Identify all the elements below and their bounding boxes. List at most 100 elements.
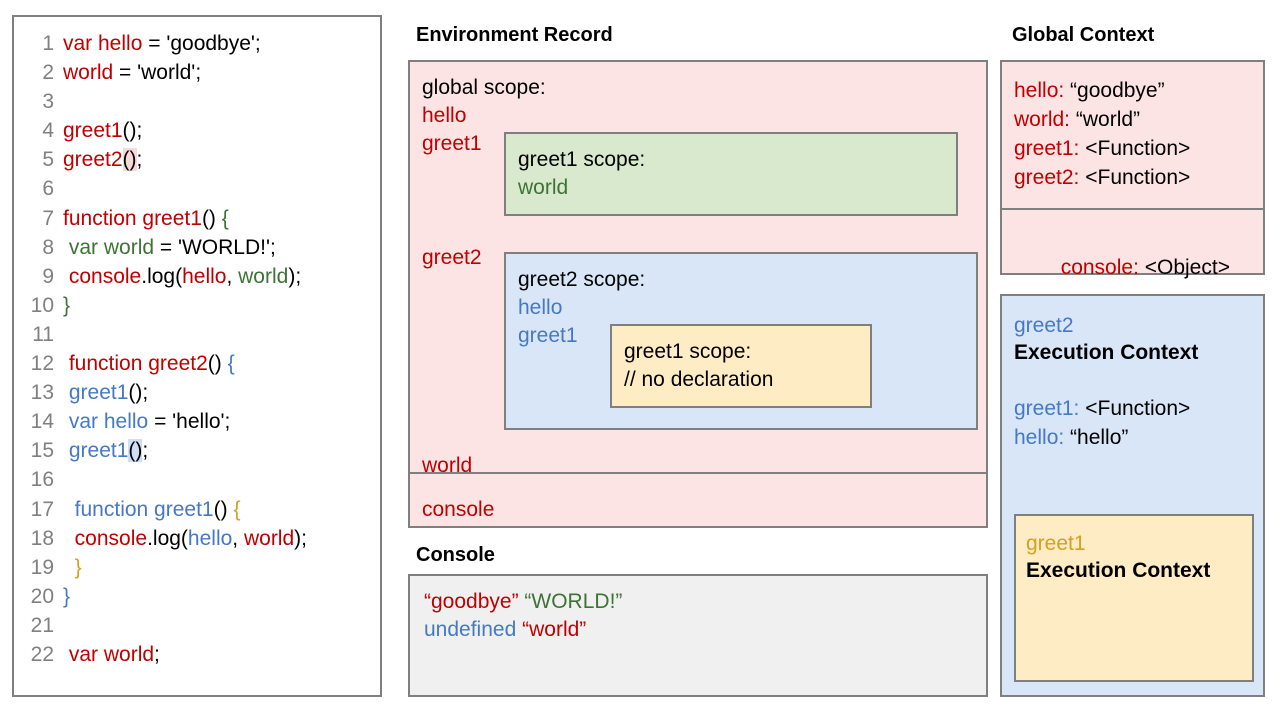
global-context-console-entry: console: <Object> — [1002, 210, 1263, 279]
code-token: world — [238, 264, 289, 288]
greet2-execution-context-variables: greet1: <Function>hello: “hello” — [1014, 394, 1263, 452]
code-line: 16 — [20, 465, 374, 494]
code-panel: 1 var hello = 'goodbye'; 2 world = 'world';… — [12, 15, 382, 697]
greet2-execution-context-variable: hello: “hello” — [1014, 423, 1263, 452]
code-token: greet1 — [68, 381, 129, 405]
global-context-divider — [1002, 208, 1263, 210]
greet1-scope-box: greet1 scope: world — [504, 132, 958, 216]
code-line-text: greet2(); — [63, 145, 142, 174]
code-line: 12 function greet2() { — [20, 349, 374, 378]
code-token: hello — [187, 526, 233, 550]
code-token: () — [128, 439, 143, 463]
greet2-scope-binding-hello: hello — [518, 296, 563, 319]
code-line-text: greet1(); — [63, 436, 148, 465]
code-token: console — [74, 526, 148, 550]
global-console-line: console: <Object> — [1014, 224, 1263, 311]
console-output-line: undefined “world” — [424, 616, 986, 644]
code-line-text: var hello = 'goodbye'; — [63, 29, 261, 58]
code-token: ); — [288, 264, 302, 288]
global-context-variable: hello: “goodbye” — [1014, 76, 1263, 105]
code-line: 22 var world; — [20, 640, 374, 669]
code-line-number: 1 — [42, 32, 54, 55]
greet2-scope-box: greet2 scope: hello greet1 greet1 scope:… — [504, 252, 978, 430]
code-line-number: 12 — [30, 352, 54, 376]
code-token — [63, 527, 75, 550]
code-line-text — [63, 87, 69, 116]
global-context-panel: hello: “goodbye”world: “world”greet1: <F… — [1000, 60, 1265, 279]
code-line-text: } — [63, 291, 70, 320]
code-line-text: var hello = 'hello'; — [63, 407, 231, 436]
console-token: “world” — [522, 618, 587, 641]
environment-record-divider — [410, 472, 986, 474]
greet2-execution-context-label: Execution Context — [1014, 341, 1199, 364]
code-token: world — [243, 526, 295, 550]
console-panel: “goodbye” “WORLD!”undefined “world” — [408, 574, 988, 697]
spacer — [1014, 366, 1263, 394]
code-line-number: 2 — [42, 61, 54, 85]
code-line-number: 10 — [30, 293, 54, 317]
code-token: function greet1 — [74, 497, 214, 521]
code-token: var world — [68, 642, 155, 666]
code-token: () — [213, 497, 234, 521]
global-scope-area: global scope: hello greet1 greet1 scope:… — [410, 62, 986, 477]
greet2-execution-context-name: greet2 — [1014, 314, 1074, 337]
code-line: 3 — [20, 87, 374, 116]
code-token: .log( — [141, 264, 183, 288]
global-context-variable-value: <Function> — [1079, 137, 1191, 160]
code-line-text: world = 'world'; — [63, 58, 201, 87]
greet1-inner-scope-box: greet1 scope: // no declaration — [610, 324, 872, 408]
env-binding-console: console — [422, 498, 495, 521]
code-line-number: 15 — [30, 439, 54, 463]
code-token: = 'world'; — [113, 61, 202, 85]
env-binding-world: world — [422, 454, 473, 477]
env-binding-greet2: greet2 — [422, 246, 482, 269]
greet1-execution-context-panel: greet1 Execution Context — [1014, 514, 1254, 682]
code-line-text: greet1(); — [63, 378, 148, 407]
code-token: } — [63, 584, 71, 608]
global-context-variables: hello: “goodbye”world: “world”greet1: <F… — [1002, 62, 1263, 194]
code-token: ; — [154, 642, 160, 666]
code-token: { — [233, 497, 241, 521]
global-context-variable-key: hello: — [1014, 79, 1065, 102]
code-line-number: 14 — [30, 410, 54, 434]
code-line: 19 } — [20, 553, 374, 582]
greet1-scope-label: greet1 scope: — [518, 148, 646, 171]
code-line-number: 7 — [42, 206, 54, 230]
env-binding-greet1: greet1 — [422, 132, 482, 155]
code-line-text — [63, 611, 69, 640]
code-line: 17 function greet1() { — [20, 495, 374, 524]
code-token: () — [201, 206, 222, 230]
global-scope-label: global scope: — [422, 76, 546, 99]
code-token: = — [142, 32, 167, 55]
code-line: 8 var world = 'WORLD!'; — [20, 233, 374, 262]
code-token: greet2 — [63, 148, 123, 172]
code-line: 1 var hello = 'goodbye'; — [20, 29, 374, 58]
greet1-inner-scope-comment: // no declaration — [624, 368, 774, 391]
global-console-key: console: — [1060, 256, 1139, 279]
code-line: 20} — [20, 582, 374, 611]
code-line: 15 greet1(); — [20, 436, 374, 465]
code-line-number: 8 — [42, 235, 54, 259]
code-line-text — [63, 174, 69, 203]
greet1-execution-context-name: greet1 — [1026, 532, 1086, 555]
code-token: } — [74, 555, 82, 579]
code-line-text: function greet1() { — [63, 204, 229, 233]
code-token: var world — [68, 235, 155, 259]
code-line-number: 17 — [30, 497, 54, 521]
greet2-execution-context-variable-value: <Function> — [1079, 397, 1191, 420]
code-line-number: 4 — [42, 119, 54, 143]
code-line-number: 3 — [42, 90, 54, 114]
global-context-variable-key: world: — [1014, 108, 1071, 131]
code-line: 21 — [20, 611, 374, 640]
code-line-text: console.log(hello, world); — [63, 524, 307, 553]
code-line-text — [63, 320, 69, 349]
environment-record-panel: global scope: hello greet1 greet1 scope:… — [408, 60, 988, 528]
code-token: console — [68, 264, 142, 288]
console-token: undefined — [424, 618, 517, 641]
greet2-scope-binding-greet1: greet1 — [518, 324, 578, 347]
greet2-execution-context-variable-key: hello: — [1014, 426, 1065, 449]
greet2-execution-context-panel: greet2 Execution Context greet1: <Functi… — [1000, 294, 1265, 697]
greet2-execution-context-variable-value: “hello” — [1064, 426, 1129, 449]
global-context-title: Global Context — [1012, 24, 1155, 46]
